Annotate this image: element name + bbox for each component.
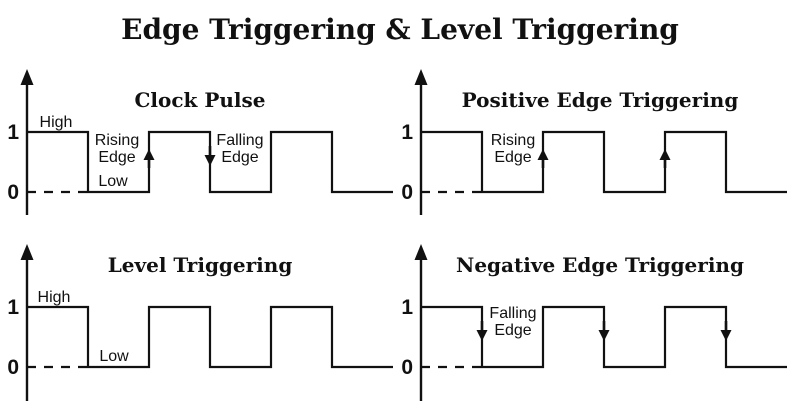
high-label: High xyxy=(40,114,73,131)
rising-edge-label: Edge xyxy=(98,149,135,166)
falling-edge-label: Edge xyxy=(221,149,258,166)
rising-edge-arrow-icon xyxy=(659,149,671,160)
tick-label-low: 0 xyxy=(7,181,19,204)
falling-edge-label: Falling xyxy=(489,305,536,322)
y-axis-arrowhead-icon xyxy=(20,69,34,85)
low-label: Low xyxy=(99,348,129,365)
panel-title-level-triggering: Level Triggering xyxy=(107,253,293,277)
panel-title-clock-pulse: Clock Pulse xyxy=(134,88,266,112)
y-axis-arrowhead-icon xyxy=(414,69,428,85)
high-label: High xyxy=(38,289,71,306)
falling-edge-arrow-icon xyxy=(720,330,732,341)
rising-edge-label: Rising xyxy=(491,132,535,149)
tick-label-high: 1 xyxy=(7,296,19,319)
tick-label-low: 0 xyxy=(401,181,413,204)
tick-label-high: 1 xyxy=(401,296,413,319)
rising-edge-label: Rising xyxy=(95,132,139,149)
y-axis-arrowhead-icon xyxy=(414,244,428,260)
falling-edge-arrow-icon xyxy=(476,330,488,341)
waveform-path xyxy=(421,130,787,194)
rising-edge-arrow-icon xyxy=(537,149,549,160)
rising-edge-arrow-icon xyxy=(143,149,155,160)
low-label: Low xyxy=(98,173,128,190)
tick-label-low: 0 xyxy=(401,356,413,379)
panel-title-negative-edge-triggering: Negative Edge Triggering xyxy=(456,253,744,277)
main-title: Edge Triggering & Level Triggering xyxy=(121,13,679,46)
falling-edge-arrow-icon xyxy=(204,155,216,166)
falling-edge-label: Edge xyxy=(494,322,531,339)
waveform-path xyxy=(27,305,393,369)
falling-edge-label: Falling xyxy=(216,132,263,149)
falling-edge-arrow-icon xyxy=(598,330,610,341)
tick-label-high: 1 xyxy=(7,121,19,144)
panel-title-positive-edge-triggering: Positive Edge Triggering xyxy=(461,88,739,112)
rising-edge-label: Edge xyxy=(494,149,531,166)
y-axis-arrowhead-icon xyxy=(20,244,34,260)
tick-label-high: 1 xyxy=(401,121,413,144)
tick-label-low: 0 xyxy=(7,356,19,379)
